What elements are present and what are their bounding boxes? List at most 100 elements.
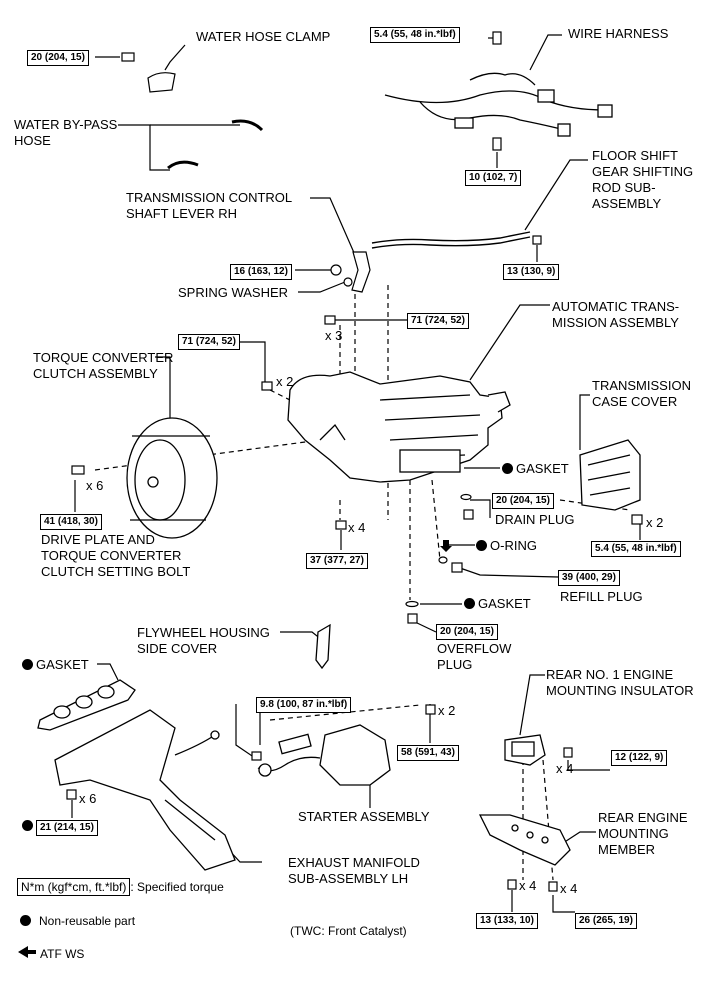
label-flywheel-housing: FLYWHEEL HOUSING SIDE COVER xyxy=(137,625,270,656)
label-trans-control-shaft: TRANSMISSION CONTROL SHAFT LEVER RH xyxy=(126,190,293,221)
label-starter-assembly: STARTER ASSEMBLY xyxy=(298,809,430,824)
leader-water-hose-clamp xyxy=(164,44,186,71)
nut-starter-wire xyxy=(251,751,262,761)
label-gasket-overflow: GASKET xyxy=(464,596,531,612)
mult-upper: x 3 xyxy=(325,328,343,343)
label-gasket-manifold: GASKET xyxy=(22,657,89,673)
torque-converter-part xyxy=(126,417,218,539)
torque-member-right: 26 (265, 19) xyxy=(575,913,637,929)
spring-washer xyxy=(343,277,353,287)
leader-bypass-hose xyxy=(118,124,170,171)
torque-spring-washer: 16 (163, 12) xyxy=(230,264,292,280)
case-cover-part xyxy=(579,439,641,511)
non-reusable-dot-icon xyxy=(464,598,475,609)
leader-flywheel xyxy=(280,631,323,641)
water-hose-clamp-part xyxy=(147,72,176,93)
control-shaft-lever-part xyxy=(351,251,371,293)
bolt-upper xyxy=(324,315,336,325)
exhaust-manifold-part xyxy=(54,709,236,871)
atf-arrow-icon xyxy=(440,540,452,552)
torque-insulator-nuts: 12 (122, 9) xyxy=(611,750,668,766)
torque-floor-shift: 13 (130, 9) xyxy=(503,264,560,280)
torque-wire-harness-bottom: 10 (102, 7) xyxy=(465,170,522,186)
torque-starter-bolts: 58 (591, 43) xyxy=(397,745,459,761)
nut-spring xyxy=(330,264,342,276)
flywheel-cover-part xyxy=(315,623,331,670)
bolt-harness-top xyxy=(492,31,502,45)
overflow-plug-part xyxy=(407,613,418,624)
drain-plug xyxy=(463,509,474,520)
legend-arrow-tail xyxy=(28,950,36,954)
non-reusable-dot-icon xyxy=(22,659,33,670)
legend-arrow-icon xyxy=(18,946,28,958)
leader-manifold-gasket xyxy=(97,663,119,681)
torque-water-hose-clamp: 20 (204, 15) xyxy=(27,50,89,66)
bolt-cover xyxy=(631,514,643,525)
refill-plug-part xyxy=(451,562,463,573)
legend-atf: ATF WS xyxy=(40,947,85,961)
wire-harness-part xyxy=(384,72,613,137)
bolt-floor-shift xyxy=(532,235,542,245)
label-water-bypass-hose: WATER BY-PASS HOSE xyxy=(14,117,118,148)
torque-left-bolts: 71 (724, 52) xyxy=(178,334,240,350)
torque-wire-harness-top: 5.4 (55, 48 in.*lbf) xyxy=(370,27,460,43)
o-ring-part xyxy=(438,556,448,564)
bolt-lower xyxy=(335,520,347,530)
label-automatic-transmission: AUTOMATIC TRANS- MISSION ASSEMBLY xyxy=(552,299,680,330)
bolt-member-right xyxy=(548,881,558,892)
leader-left-bolts xyxy=(240,341,266,383)
non-reusable-dot-icon xyxy=(502,463,513,474)
engine-member-part xyxy=(478,814,571,866)
mult-drive: x 6 xyxy=(86,478,104,493)
note-twc: (TWC: Front Catalyst) xyxy=(290,924,407,938)
label-exhaust-manifold: EXHAUST MANIFOLD SUB-ASSEMBLY LH xyxy=(288,855,420,886)
mult-insulator: x 4 xyxy=(556,761,574,776)
torque-exhaust-nuts: 21 (214, 15) xyxy=(36,820,98,836)
bolt-drive-plate xyxy=(71,465,85,475)
leader-floor-shift xyxy=(524,159,588,231)
legend-dot-icon xyxy=(20,915,31,926)
water-bypass-hose-part xyxy=(167,119,264,170)
manifold-gasket-part xyxy=(37,679,136,731)
leader-auto-trans xyxy=(469,304,550,381)
leader-case-cover xyxy=(579,394,590,450)
label-wire-harness: WIRE HARNESS xyxy=(568,26,669,41)
torque-starter-wire: 9.8 (100, 87 in.*lbf) xyxy=(256,697,352,713)
leader-torque-converter xyxy=(155,356,171,440)
legend-torque: N*m (kgf*cm, ft.*lbf): Specified torque xyxy=(17,878,224,896)
non-reusable-dot-icon xyxy=(22,820,33,831)
drain-gasket xyxy=(460,493,472,501)
floor-shift-rod-part xyxy=(371,231,531,249)
automatic-transmission-part xyxy=(287,371,511,483)
mult-left: x 2 xyxy=(276,374,294,389)
bolt-clamp xyxy=(121,52,135,62)
legend-torque-box: N*m (kgf*cm, ft.*lbf) xyxy=(17,878,131,896)
label-torque-converter: TORQUE CONVERTER CLUTCH ASSEMBLY xyxy=(33,350,174,381)
leader-overflow-plug xyxy=(414,621,437,633)
label-floor-shift: FLOOR SHIFT GEAR SHIFTING ROD SUB- ASSEM… xyxy=(592,148,694,211)
overflow-gasket-part xyxy=(405,600,419,608)
leader-refill-plug xyxy=(459,567,559,578)
label-rear-no1-insulator: REAR NO. 1 ENGINE MOUNTING INSULATOR xyxy=(546,667,694,698)
mult-member-left: x 4 xyxy=(519,878,537,893)
torque-drive-plate: 41 (418, 30) xyxy=(40,514,102,530)
insulator-part xyxy=(504,734,546,766)
torque-drain-plug: 20 (204, 15) xyxy=(492,493,554,509)
legend-non-reusable: Non-reusable part xyxy=(20,913,135,929)
label-o-ring: O-RING xyxy=(476,538,537,554)
label-refill-plug: REFILL PLUG xyxy=(560,589,643,604)
leader-insulator xyxy=(519,674,545,736)
label-rear-engine-member: REAR ENGINE MOUNTING MEMBER xyxy=(598,810,688,857)
torque-case-cover: 5.4 (55, 48 in.*lbf) xyxy=(591,541,681,557)
mult-lower: x 4 xyxy=(348,520,366,535)
leader-drain-plug xyxy=(470,499,491,518)
bolt-member-left xyxy=(507,879,517,890)
torque-member-left: 13 (133, 10) xyxy=(476,913,538,929)
mult-member-right: x 4 xyxy=(560,881,578,896)
bolt-harness-bottom xyxy=(492,137,502,151)
legend-torque-desc: : Specified torque xyxy=(130,880,224,894)
mult-starter: x 2 xyxy=(438,703,456,718)
label-gasket-drain: GASKET xyxy=(502,461,569,477)
label-transmission-case-cover: TRANSMISSION CASE COVER xyxy=(592,378,691,409)
